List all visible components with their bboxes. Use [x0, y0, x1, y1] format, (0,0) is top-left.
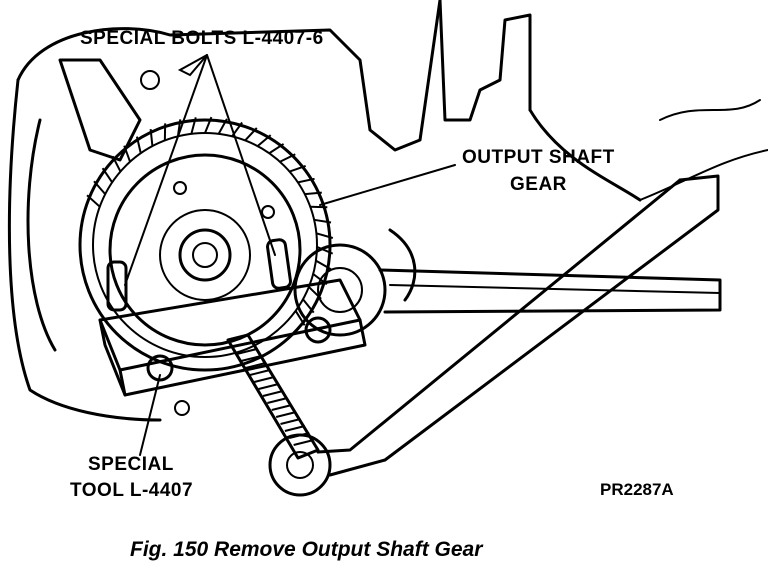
transmission-case: [9, 0, 768, 420]
figure-code: PR2287A: [600, 480, 674, 499]
screw-thread: [276, 412, 296, 417]
screw-thread: [267, 398, 287, 403]
screw-thread: [285, 426, 305, 431]
forcing-screw: [228, 335, 318, 458]
screw-thread: [294, 440, 314, 445]
gear-tooth: [269, 144, 283, 153]
label-special-tool-2: TOOL L-4407: [70, 480, 193, 501]
label-special-tool-1: SPECIAL: [88, 454, 174, 475]
screw-thread: [281, 419, 301, 424]
gear-tooth: [258, 135, 271, 146]
gear-tooth: [310, 207, 327, 208]
leader-lines: [125, 55, 455, 455]
screw-thread: [259, 384, 279, 389]
label-special-bolts: SPECIAL BOLTS L-4407-6: [80, 28, 324, 49]
screw-thread: [263, 391, 283, 396]
gear-tooth: [94, 181, 105, 194]
figure-caption: Fig. 150 Remove Output Shaft Gear: [130, 538, 484, 561]
label-output-shaft-gear-2: GEAR: [510, 174, 567, 195]
label-output-shaft-gear-1: OUTPUT SHAFT: [462, 147, 615, 168]
gear-tooth: [303, 299, 314, 312]
screw-thread: [272, 405, 292, 410]
gear-tooth: [103, 168, 113, 182]
screw-thread: [250, 370, 270, 375]
screw-thread: [254, 377, 274, 382]
